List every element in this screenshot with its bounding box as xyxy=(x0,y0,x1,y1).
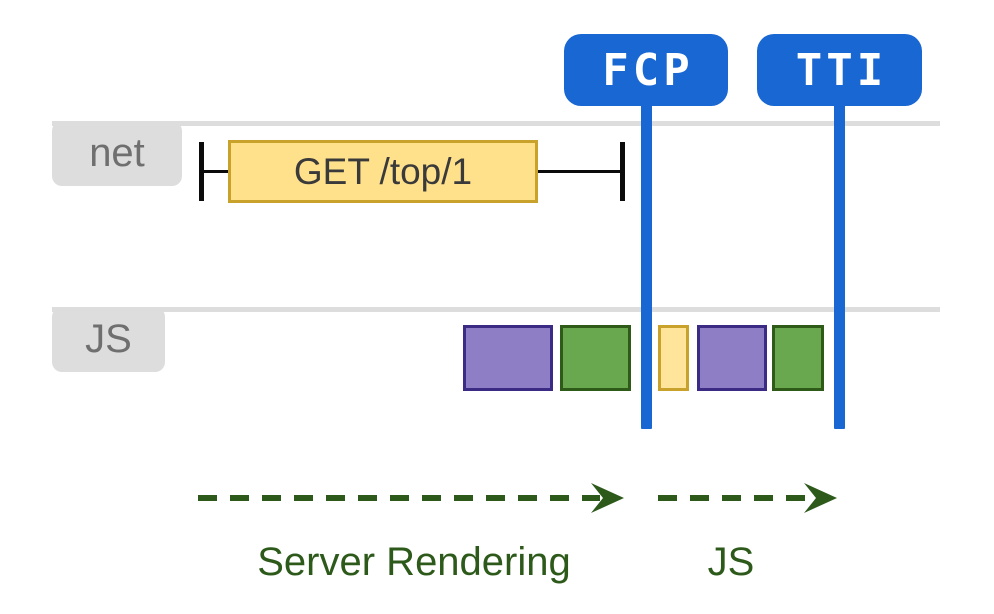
server-rendering-arrowhead xyxy=(591,483,624,513)
network-whisker-right-tick xyxy=(620,141,625,201)
js-block-yellow-block-1 xyxy=(658,325,689,391)
js-row-line xyxy=(52,307,940,312)
tti-badge: TTI xyxy=(757,34,922,106)
network-whisker-left-tick xyxy=(199,141,204,201)
server-rendering-label: Server Rendering xyxy=(257,540,571,584)
fcp-marker-line xyxy=(641,104,652,429)
js-block-green-block-1 xyxy=(560,325,631,391)
js-phase-label: JS xyxy=(707,540,755,584)
net-row-tag: net xyxy=(52,121,182,186)
js-block-green-block-2 xyxy=(772,325,824,391)
net-row-line xyxy=(52,121,940,126)
fcp-badge: FCP xyxy=(564,34,728,106)
js-block-purple-block-1 xyxy=(463,325,553,391)
js-block-purple-block-2 xyxy=(697,325,767,391)
js-row-tag: JS xyxy=(52,307,165,372)
tti-marker-line xyxy=(834,104,845,429)
network-request-box: GET /top/1 xyxy=(228,140,538,203)
js-phase-arrowhead xyxy=(804,483,837,513)
